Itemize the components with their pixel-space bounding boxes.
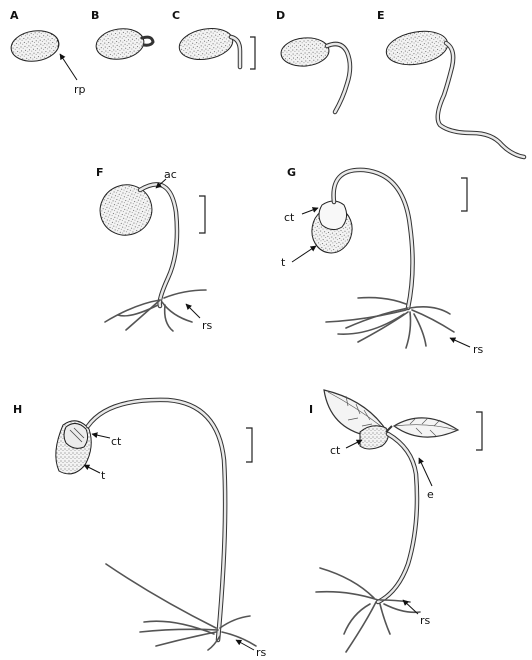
annotation-arrow-rp — [60, 54, 77, 80]
scale-bar-h — [246, 428, 252, 462]
annotation-arrow-t-g — [292, 246, 316, 262]
seed-stage-a — [9, 28, 61, 64]
annotation-arrow-rs-g — [450, 338, 470, 347]
panel-label-i: I — [309, 403, 313, 416]
panel-label-e: E — [377, 9, 385, 22]
annotation-ct-g: ct — [284, 211, 295, 224]
scale-bar-i — [476, 412, 482, 450]
annotation-rs-i: rs — [420, 614, 431, 627]
panel-label-d: D — [276, 9, 285, 22]
seed-stage-b — [94, 26, 153, 62]
annotation-e: e — [427, 488, 434, 501]
panel-label-g: G — [287, 166, 296, 179]
seedling-stage-h — [56, 400, 256, 650]
seed-stage-d — [280, 36, 350, 112]
panel-label-f: F — [96, 166, 104, 179]
annotation-arrow-ct-h — [92, 434, 110, 438]
seedling-stage-i — [316, 390, 458, 652]
scale-bar-f — [199, 196, 205, 233]
seed-stage-c — [177, 25, 240, 67]
annotation-arrow-e — [419, 458, 432, 486]
annotation-arrow-ct-g — [302, 208, 318, 214]
annotation-arrow-rs-h — [236, 640, 254, 650]
panel-label-c: C — [172, 9, 180, 22]
seed-stage-e — [384, 27, 524, 157]
annotation-t-g: t — [281, 256, 286, 269]
annotation-ct-i: ct — [330, 444, 341, 457]
scale-bar-g — [461, 178, 467, 211]
annotation-rs-f: rs — [202, 319, 213, 332]
annotation-ac-f: ac — [164, 168, 177, 181]
annotation-t-h: t — [101, 469, 106, 482]
scale-bar-c — [250, 37, 255, 69]
annotation-ct-h: ct — [111, 435, 122, 448]
annotation-rp: rp — [74, 83, 86, 96]
seedling-stage-f — [93, 178, 206, 331]
annotation-arrow-rs-f — [186, 304, 200, 318]
panel-label-b: B — [91, 9, 99, 22]
annotation-arrow-t-h — [84, 465, 100, 473]
panel-label-h: H — [13, 403, 22, 416]
annotation-rs-g: rs — [473, 343, 484, 356]
annotation-rs-h: rs — [256, 646, 267, 659]
panel-label-a: A — [10, 9, 19, 22]
seedling-stage-g — [308, 170, 454, 348]
